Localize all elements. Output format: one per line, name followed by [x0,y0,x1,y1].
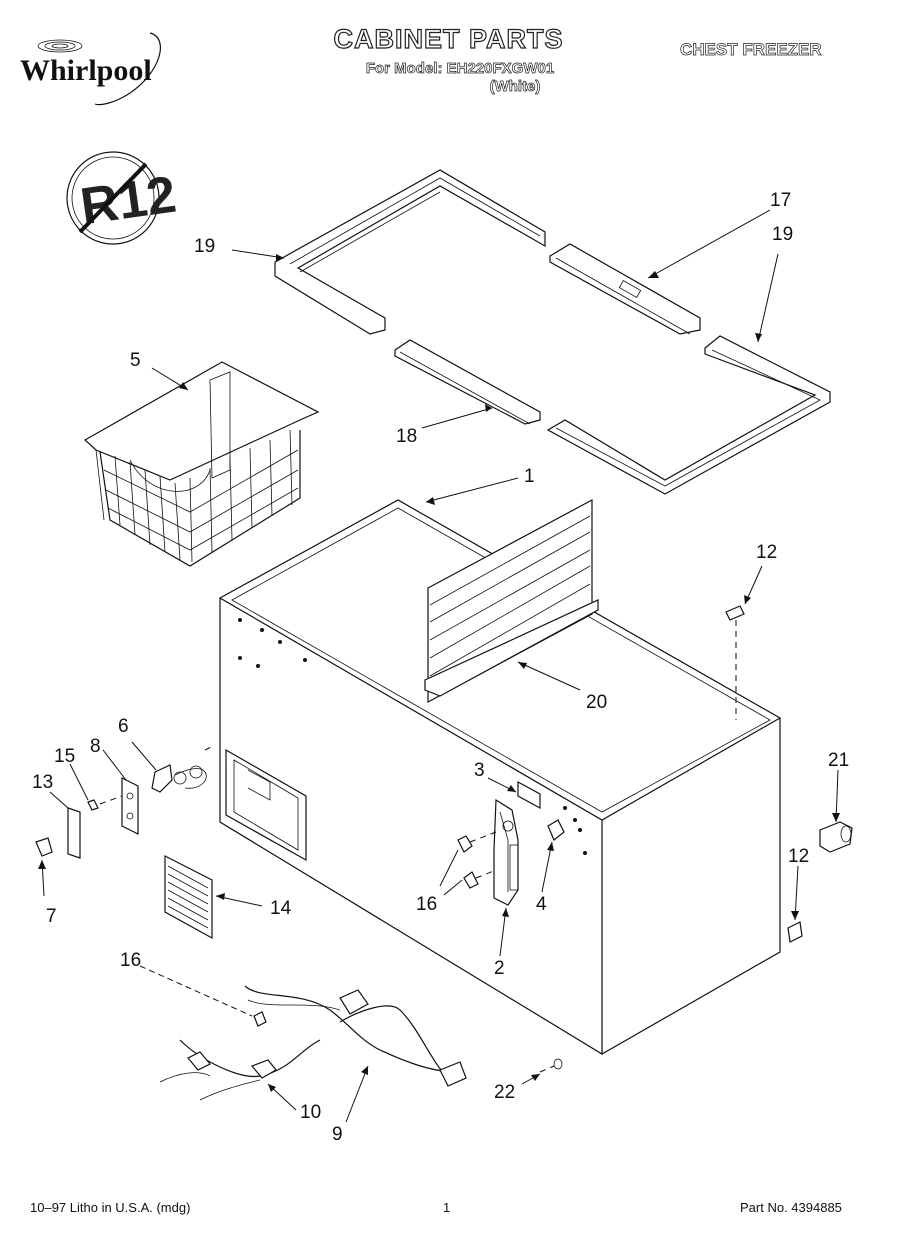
callout-12-side: 12 [788,846,809,867]
hinge-screws [457,831,497,889]
callout-15: 15 [54,746,75,767]
divider-panel [424,498,599,704]
color-line: (White) [489,78,541,96]
callout-4: 4 [536,894,547,915]
breaker-strip-frame [274,169,831,495]
grille [164,855,213,940]
callout-19-right: 19 [772,224,793,245]
leveling-leg [819,821,853,853]
page-title: CABINET PARTS [333,23,564,54]
brand-logo: Whirlpool [20,28,190,108]
product-type: CHEST FREEZER [680,40,822,60]
no-r12-badge: R12 [66,151,180,245]
wire-basket [83,361,320,567]
litho-info: 10–97 Litho in U.S.A. (mdg) [30,1200,191,1215]
callout-16-harness: 16 [120,950,141,971]
control-parts [35,744,216,859]
cabinet [218,499,782,1056]
callout-20: 20 [586,692,607,713]
callout-1: 1 [524,466,535,487]
plug-button [539,1058,563,1073]
callout-6: 6 [118,716,129,737]
wiring-harness [159,985,467,1101]
callout-14: 14 [270,898,292,919]
part-number: Part No. 4394885 [740,1200,842,1215]
callout-10: 10 [300,1102,321,1123]
callout-19-left: 19 [194,236,215,257]
callout-16-hinge: 16 [416,894,437,915]
callout-18: 18 [396,426,417,447]
brand-name: Whirlpool [20,54,152,87]
whirlpool-swirl-icon: Whirlpool [20,32,161,106]
callout-8: 8 [90,736,101,757]
r12-text: R12 [77,166,180,237]
callout-21: 21 [828,750,849,771]
callout-17: 17 [770,190,791,211]
leader-lines [38,209,840,1123]
callout-13: 13 [32,772,53,793]
callout-7: 7 [46,906,57,927]
model-info: For Model: EH220FXGW01 (White) [330,60,590,96]
page-number: 1 [443,1200,451,1215]
model-line: For Model: EH220FXGW01 [365,60,555,78]
callout-3: 3 [474,760,485,781]
callout-22: 22 [494,1082,515,1103]
hinge-assembly [493,780,565,906]
callout-5: 5 [130,350,141,371]
callout-9: 9 [332,1124,343,1145]
callout-2: 2 [494,958,505,979]
label-side [787,921,803,943]
callout-12-top: 12 [756,542,777,563]
label-top [725,605,745,621]
callout-numbers: 19 17 19 5 18 1 12 20 6 8 15 13 3 21 12 … [32,190,849,1145]
